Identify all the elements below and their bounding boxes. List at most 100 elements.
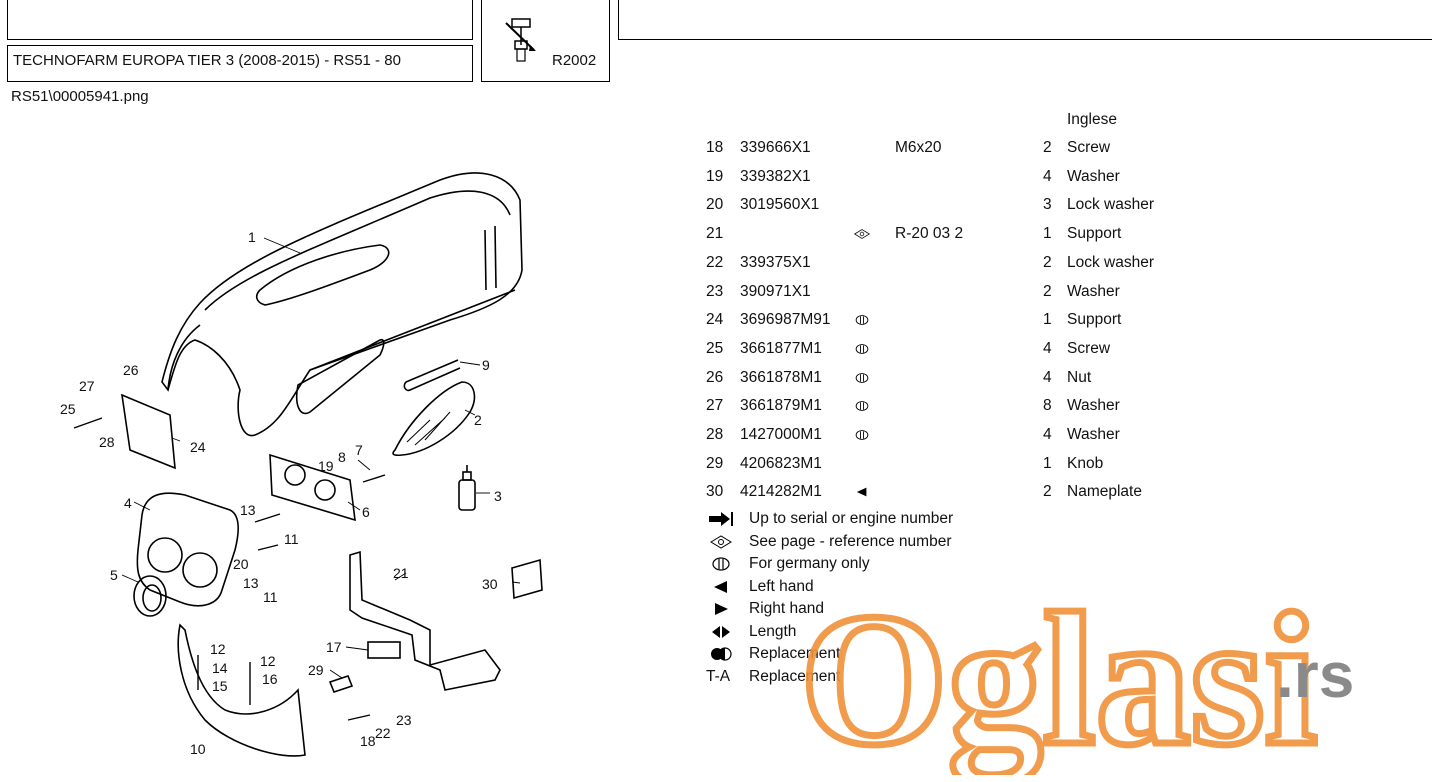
legend-text: Up to serial or engine number: [749, 510, 954, 527]
left-hand-icon: [714, 580, 727, 593]
row-quantity: 1: [1043, 225, 1052, 243]
row-part-number: 3661877M1: [740, 339, 822, 357]
part-lower-cover: [177, 623, 306, 757]
callout-1: 1: [248, 229, 256, 245]
callout-15: 15: [212, 678, 228, 694]
callout-19: 19: [318, 458, 334, 474]
row-position: 27: [706, 397, 724, 415]
row-description: Washer: [1067, 282, 1120, 300]
part-headlight-bracket: [269, 453, 356, 522]
row-description: Screw: [1067, 139, 1111, 156]
watermark-tld-text: .rs: [1276, 639, 1354, 711]
callout-9: 9: [482, 357, 490, 373]
callout-25: 25: [60, 401, 76, 417]
germany-only-icon: [855, 344, 869, 354]
row-quantity: 4: [1043, 167, 1052, 185]
row-position: 26: [706, 368, 724, 386]
part-knob: [328, 675, 354, 693]
callout-4: 4: [124, 495, 132, 511]
language-header: Inglese: [1067, 111, 1117, 128]
reference-box: R2002: [481, 0, 610, 82]
part-nameplate: [511, 558, 543, 600]
row-quantity: 8: [1043, 397, 1052, 415]
row-position: 25: [706, 339, 724, 357]
row-part-number: 1427000M1: [740, 426, 822, 443]
part-sealant-bottle: [458, 465, 476, 511]
legend-text: Replacement: [749, 645, 841, 662]
callout-30: 30: [482, 576, 498, 592]
legend-text: For germany only: [749, 555, 870, 572]
knob-thumbnail-icon: [505, 18, 536, 62]
callout-29: 29: [308, 662, 324, 678]
callout-12b: 12: [260, 653, 276, 669]
see-page-icon: [710, 534, 732, 549]
row-reference: R-20 03 2: [895, 225, 964, 243]
callout-17: 17: [326, 639, 342, 655]
row-quantity: 2: [1043, 253, 1052, 271]
image-filename: RS51\00005941.png: [11, 88, 149, 105]
reference-code: R2002: [552, 52, 597, 69]
row-part-number: 3696987M91: [740, 311, 831, 329]
row-part-number: 339375X1: [740, 253, 811, 271]
left-hand-icon: [856, 487, 867, 497]
replacement-icon: [711, 647, 732, 661]
callout-3: 3: [494, 488, 502, 504]
row-position: 23: [706, 282, 724, 300]
row-description: Knob: [1067, 454, 1104, 472]
legend-label: T-A: [706, 667, 731, 685]
callout-23: 23: [396, 712, 412, 728]
part-headlight-housing: [136, 492, 240, 607]
row-description: Support: [1067, 225, 1122, 243]
serial-number-icon: [709, 512, 733, 526]
row-description: Washer: [1067, 426, 1120, 443]
row-part-number: 4206823M1: [740, 454, 822, 472]
callout-13b: 13: [243, 575, 259, 591]
row-position: 29: [706, 454, 724, 472]
row-description: Nut: [1067, 368, 1092, 386]
germany-only-icon: [712, 557, 730, 571]
row-part-number: 3661879M1: [740, 397, 822, 415]
callout-14: 14: [212, 660, 228, 676]
part-hood: [161, 172, 523, 437]
callout-18: 18: [360, 733, 376, 749]
part-screws: [73, 417, 386, 721]
germany-only-icon: [855, 430, 869, 440]
callout-24: 24: [190, 439, 206, 455]
oglasi-watermark-logo: Oglasi .rs: [800, 585, 1354, 775]
row-position: 19: [706, 167, 724, 185]
row-quantity: 2: [1043, 139, 1052, 156]
row-part-number: 3019560X1: [740, 196, 820, 214]
row-quantity: 2: [1043, 282, 1052, 300]
part-side-glass: [392, 381, 476, 457]
callout-11a: 11: [284, 531, 299, 547]
row-description: Nameplate: [1067, 483, 1142, 501]
row-quantity: 2: [1043, 483, 1052, 501]
part-support: [349, 550, 501, 691]
legend-text: Right hand: [749, 600, 824, 617]
row-part-number: 4214282M1: [740, 483, 822, 501]
callout-27: 27: [79, 378, 95, 394]
legend-text: Left hand: [749, 577, 814, 595]
germany-only-icon: [855, 372, 869, 383]
row-quantity: 1: [1043, 311, 1052, 329]
row-position: 22: [706, 253, 724, 271]
callout-11b: 11: [263, 589, 278, 605]
callout-21: 21: [393, 565, 409, 581]
legend-text: Replacement: [749, 667, 841, 685]
row-quantity: 3: [1043, 196, 1052, 214]
callout-2: 2: [474, 412, 482, 428]
callout-5: 5: [110, 567, 118, 583]
part-plate: [121, 393, 176, 470]
row-quantity: 1: [1043, 454, 1052, 472]
callout-6: 6: [362, 504, 370, 520]
part-bezel-ring: [133, 575, 167, 617]
row-position: 28: [706, 426, 724, 443]
see-page-icon: [853, 229, 871, 239]
length-icon: [712, 625, 730, 638]
row-description: Lock washer: [1067, 253, 1155, 271]
row-position: 21: [706, 225, 724, 243]
callout-22: 22: [375, 725, 391, 741]
callout-16: 16: [262, 671, 278, 687]
callout-7: 7: [355, 442, 363, 458]
row-reference: M6x20: [895, 139, 942, 156]
